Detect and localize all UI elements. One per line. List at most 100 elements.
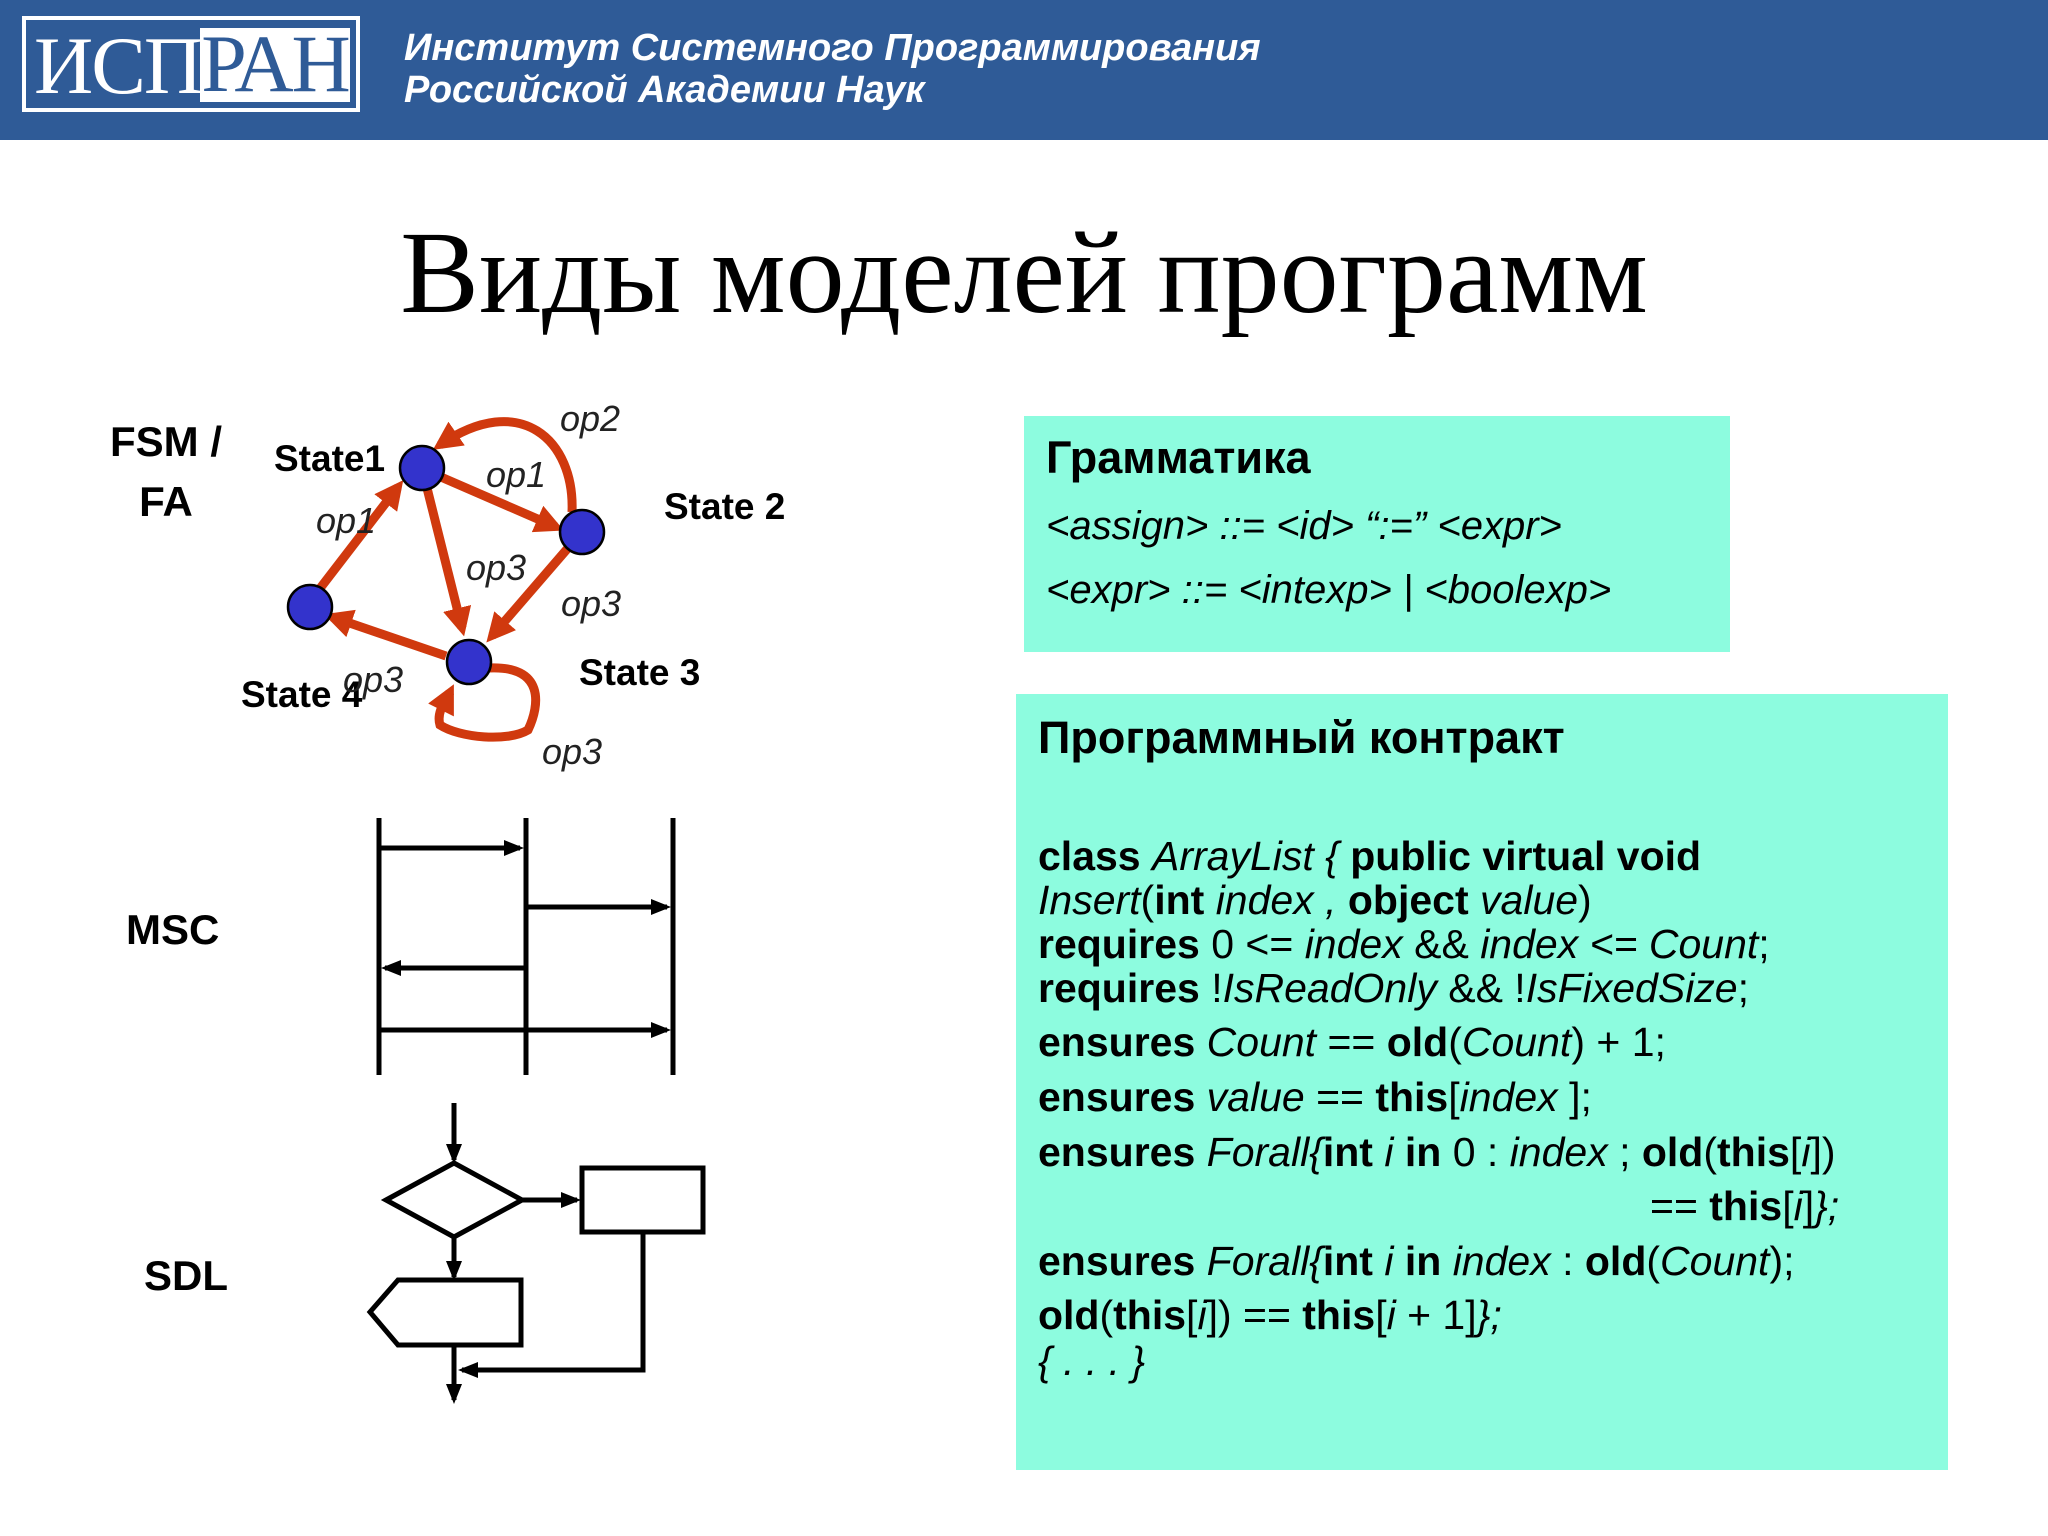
- contract-token: };: [1476, 1292, 1502, 1338]
- contract-token: Insert: [1038, 877, 1141, 923]
- contract-line: == this[i]};: [1650, 1184, 1839, 1228]
- contract-line: old(this[i]) == this[i + 1]};: [1038, 1293, 1502, 1337]
- op-label-s2-s3: op3: [561, 583, 622, 624]
- contract-token: ) + 1;: [1571, 1019, 1666, 1065]
- grammar-box: Грамматика <assign> ::= <id> “:=” <expr>…: [1024, 416, 1730, 652]
- ispran-logo: ИСП РАН: [22, 16, 360, 112]
- fsm-edge-s2-s3: [486, 545, 572, 643]
- fsm-node-state2: [558, 508, 606, 556]
- contract-token: requires: [1038, 965, 1212, 1011]
- contract-line: ensures Count == old(Count) + 1;: [1038, 1020, 1666, 1064]
- state2-label: State 2: [664, 486, 786, 527]
- sdl-diagram: [366, 1103, 706, 1404]
- state1-label: State1: [274, 438, 386, 479]
- contract-token: ensures: [1038, 1074, 1207, 1120]
- op-label-s3-s4: op3: [343, 659, 404, 700]
- contract-token: &&: [1402, 921, 1481, 967]
- fsm-label-line2: FA: [139, 478, 193, 525]
- fsm-nodes: [286, 444, 606, 686]
- sdl-output-symbol: [366, 1277, 524, 1348]
- contract-token: [: [1789, 1129, 1802, 1175]
- contract-token: int: [1154, 877, 1216, 923]
- contract-token: old: [1038, 1292, 1100, 1338]
- op-label-s1-s2: op1: [486, 454, 547, 495]
- msc-label: MSC: [126, 906, 220, 953]
- contract-token: this: [1113, 1292, 1187, 1338]
- contract-token: this: [1717, 1129, 1790, 1175]
- contract-line: ensures Forall{int i in index : old(Coun…: [1038, 1239, 1795, 1283]
- contract-token: ]: [1802, 1183, 1815, 1229]
- institute-name-line2: Российской Академии Наук: [404, 69, 925, 111]
- contract-token: 0 <=: [1211, 921, 1305, 967]
- institute-name-line1: Институт Системного Программирования: [404, 27, 1261, 69]
- contract-token: i: [1801, 1129, 1811, 1175]
- contract-token: (: [1646, 1238, 1661, 1284]
- contract-token: ;: [1607, 1129, 1642, 1175]
- fsm-node-state3: [445, 638, 493, 686]
- contract-token: Count: [1461, 1019, 1572, 1065]
- sdl-decision: [380, 1160, 528, 1240]
- contract-line: requires !IsReadOnly && !IsFixedSize;: [1038, 966, 1749, 1010]
- contract-token: int: [1322, 1129, 1385, 1175]
- contract-token: int: [1322, 1238, 1385, 1284]
- contract-token: ==: [1316, 1019, 1387, 1065]
- contract-token: (: [1140, 877, 1155, 923]
- slide-title: Виды моделей программ: [400, 207, 1648, 338]
- grammar-line-1: <assign> ::= <id> “:=” <expr>: [1046, 504, 1562, 548]
- contract-token: i: [1384, 1129, 1405, 1175]
- contract-token: index: [1509, 1129, 1608, 1175]
- contract-token: index: [1452, 1238, 1551, 1284]
- contract-line: ensures value == this[index ];: [1038, 1075, 1592, 1119]
- contract-line: class ArrayList { public virtual void: [1038, 834, 1701, 878]
- contract-box: Программный контракт class ArrayList { p…: [1016, 694, 1948, 1470]
- contract-token: ensures: [1038, 1129, 1207, 1175]
- contract-token: IsReadOnly: [1222, 965, 1437, 1011]
- contract-token: 0 :: [1452, 1129, 1510, 1175]
- sdl-return-line: [458, 1232, 646, 1378]
- contract-token: index: [1304, 921, 1403, 967]
- logo-ran-text: РАН: [201, 18, 351, 109]
- contract-token: old: [1641, 1129, 1704, 1175]
- op-label-s1-s3: op3: [466, 547, 527, 588]
- state3-label: State 3: [579, 652, 701, 693]
- fsm-label-line1: FSM /: [110, 418, 222, 465]
- fsm-node-state1: [398, 444, 446, 492]
- msc-diagram: [376, 818, 676, 1075]
- contract-line: requires 0 <= index && index <= Count;: [1038, 922, 1770, 966]
- contract-token: ==: [1650, 1183, 1710, 1229]
- contract-token: public virtual void: [1350, 833, 1702, 879]
- contract-token: in: [1404, 1129, 1453, 1175]
- contract-token: (: [1099, 1292, 1114, 1338]
- op-label-s3-loop: op3: [542, 731, 603, 772]
- op-label-s4-s1: op1: [316, 500, 377, 541]
- contract-token: ArrayList {: [1152, 833, 1351, 879]
- contract-token: IsFixedSize: [1525, 965, 1738, 1011]
- contract-token: [: [1782, 1183, 1794, 1229]
- fsm-edge-s1-s2: [432, 469, 564, 533]
- contract-token: ensures: [1038, 1238, 1207, 1284]
- grammar-line-2: <expr> ::= <intexp> | <boolexp>: [1046, 568, 1612, 612]
- contract-token: ];: [1569, 1074, 1592, 1120]
- contract-token: ): [1578, 877, 1592, 923]
- contract-token: Forall{: [1206, 1129, 1323, 1175]
- contract-line: Insert(int index , object value): [1038, 878, 1592, 922]
- sdl-task-box: [579, 1165, 706, 1235]
- contract-token: i: [1793, 1183, 1803, 1229]
- contract-token: ]) ==: [1206, 1292, 1303, 1338]
- state4-label: State 4: [241, 674, 363, 715]
- fsm-edge-s2-s1: [432, 417, 577, 513]
- contract-token: value: [1480, 877, 1579, 923]
- sdl-label: SDL: [144, 1252, 228, 1299]
- fsm-transitions: [314, 417, 577, 742]
- contract-title: Программный контракт: [1038, 712, 1565, 763]
- contract-token: value: [1206, 1074, 1305, 1120]
- contract-token: [: [1375, 1292, 1387, 1338]
- contract-token: Count: [1206, 1019, 1317, 1065]
- contract-token: Forall{: [1206, 1238, 1323, 1284]
- contract-token: this: [1709, 1183, 1783, 1229]
- fsm-node-state4: [286, 583, 334, 631]
- contract-token: (: [1448, 1019, 1462, 1065]
- contract-token: && !: [1436, 965, 1526, 1011]
- contract-token: this: [1302, 1292, 1376, 1338]
